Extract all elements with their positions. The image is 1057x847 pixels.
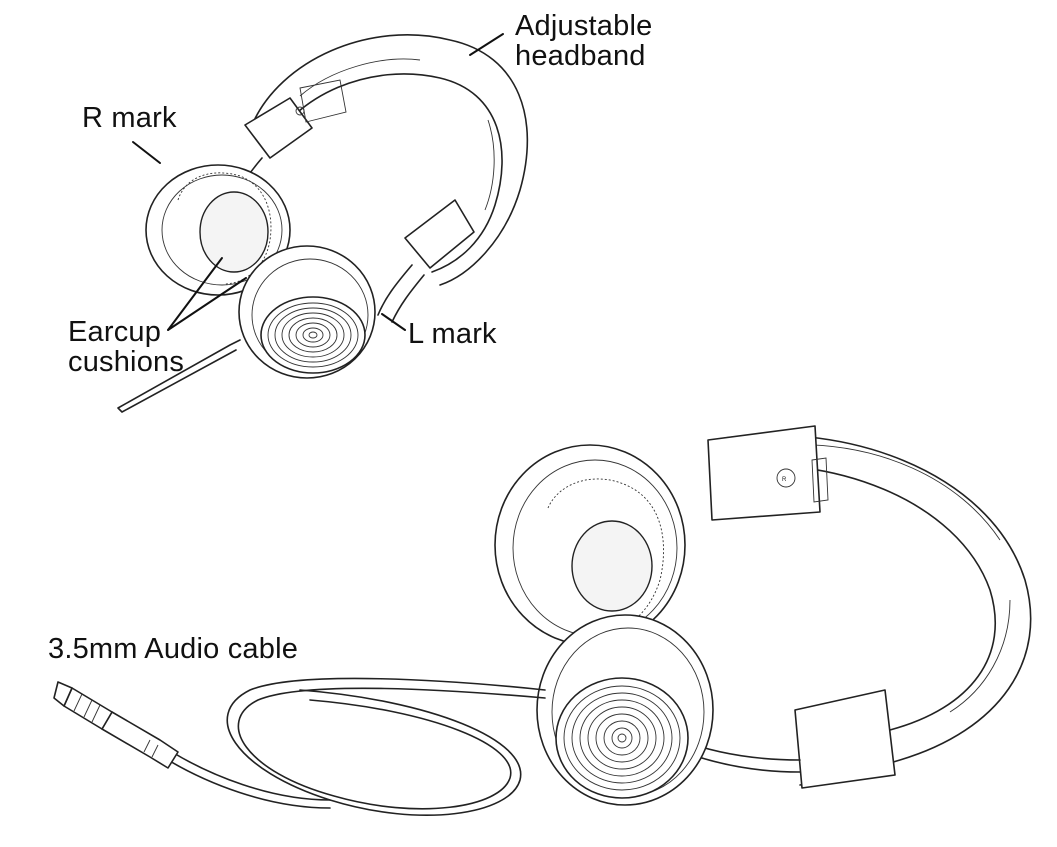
audio-cable-label: 3.5mm Audio cable	[48, 633, 299, 665]
cushion-leader-2	[167, 277, 247, 331]
top-speaker-rings	[267, 302, 359, 368]
audio-plug	[53, 681, 179, 769]
bottom-cable-loop	[226, 677, 546, 816]
bottom-r-logo-icon	[776, 468, 796, 488]
top-cushion-right	[199, 191, 269, 273]
adjustable-headband-label-line1: Adjustable	[515, 10, 653, 42]
l-mark-label: L mark	[408, 318, 497, 350]
earcup-cushions-label-line2: cushions	[68, 346, 185, 378]
bottom-headphones: R	[53, 425, 1032, 816]
top-headphones	[117, 34, 529, 413]
bottom-speaker-rings	[563, 685, 681, 791]
bottom-cushion-right	[571, 520, 653, 612]
r-mark-leader	[132, 141, 161, 164]
top-slider-left	[404, 199, 475, 269]
top-headband-outer	[251, 34, 529, 286]
earcup-cushions-label-line1: Earcup	[68, 316, 162, 348]
top-r-logo-icon	[295, 106, 305, 116]
top-slider-right	[244, 97, 313, 159]
adjustable-headband-label-line2: headband	[515, 40, 646, 72]
top-speaker-grille	[260, 296, 366, 374]
bottom-slider-bottom	[794, 689, 896, 789]
top-headband-inner	[267, 73, 503, 273]
l-mark-leader	[381, 313, 406, 331]
top-cable	[117, 339, 241, 413]
r-mark-label: R mark	[82, 102, 177, 134]
svg-text:R: R	[782, 477, 787, 483]
bottom-speaker-grille	[555, 677, 689, 799]
bottom-slider-top	[707, 425, 821, 521]
cushion-leader-1	[167, 257, 223, 331]
headband-leader	[469, 33, 504, 56]
